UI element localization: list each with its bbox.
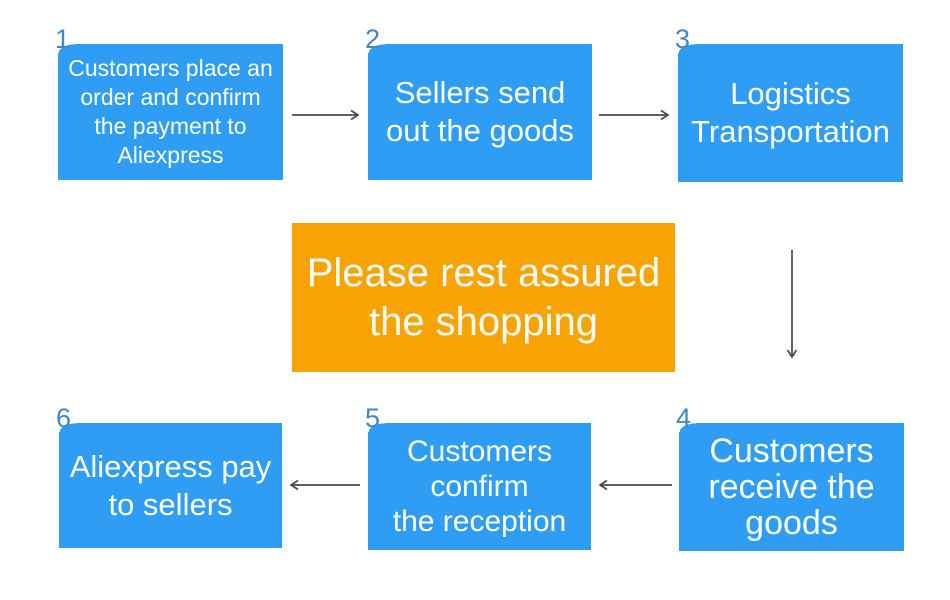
step-5-text-line: the reception [392, 505, 567, 538]
step-6-text-line: Aliexpress pay [69, 448, 272, 484]
step-box-5: 5 Customers confirm the reception [365, 405, 591, 550]
corner-notch-icon [678, 44, 695, 53]
arrow-step5-to-step6-icon [290, 479, 360, 491]
arrow-step2-to-step3-icon [599, 109, 669, 121]
step-4-text-line: goods [745, 504, 838, 542]
step-number-1: 1 [55, 24, 71, 54]
step-1-text-line: order and confirm [80, 84, 261, 110]
corner-notch-icon [58, 44, 75, 53]
step-box-3: 3 Logistics Transportation [675, 26, 903, 182]
step-5-text-line: Customers [406, 435, 553, 468]
step-1-text-line: Aliexpress [117, 142, 224, 168]
step-number-6: 6 [56, 403, 72, 433]
step-number-2: 2 [365, 24, 381, 54]
step-1-text-line: Customers place an [68, 55, 273, 81]
arrow-step3-to-step4-icon [786, 250, 798, 358]
step-box-6: 6 Aliexpress pay to sellers [56, 405, 282, 548]
arrow-step1-to-step2-icon [292, 109, 359, 121]
step-number-4: 4 [676, 403, 692, 433]
step-4-text-line: receive the [708, 468, 875, 506]
step-3-text-line: Logistics [730, 76, 851, 111]
step-3-text-line: Transportation [691, 114, 890, 149]
arrow-step4-to-step5-icon [599, 479, 672, 491]
corner-notch-icon [59, 423, 76, 432]
corner-notch-icon [368, 44, 385, 53]
step-1-text-line: the payment to [94, 113, 247, 139]
step-2-text-line: Sellers send [394, 75, 566, 110]
step-box-4: 4 Customers receive the goods [676, 405, 904, 551]
assurance-banner: Please rest assured the shopping [292, 223, 675, 372]
step-4-text-line: Customers [709, 432, 874, 470]
step-5-text-line: confirm [430, 470, 529, 503]
step-6-text-line: to sellers [108, 486, 233, 522]
step-box-2: 2 Sellers send out the goods [365, 26, 592, 180]
corner-notch-icon [368, 423, 385, 432]
step-number-5: 5 [365, 403, 381, 433]
banner-text-line: Please rest assured [306, 250, 661, 295]
step-2-text-line: out the goods [386, 113, 574, 148]
step-box-1: 1 Customers place an order and confirm t… [55, 26, 283, 180]
corner-notch-icon [679, 423, 696, 432]
step-number-3: 3 [675, 24, 691, 54]
banner-text-line: the shopping [368, 299, 599, 344]
